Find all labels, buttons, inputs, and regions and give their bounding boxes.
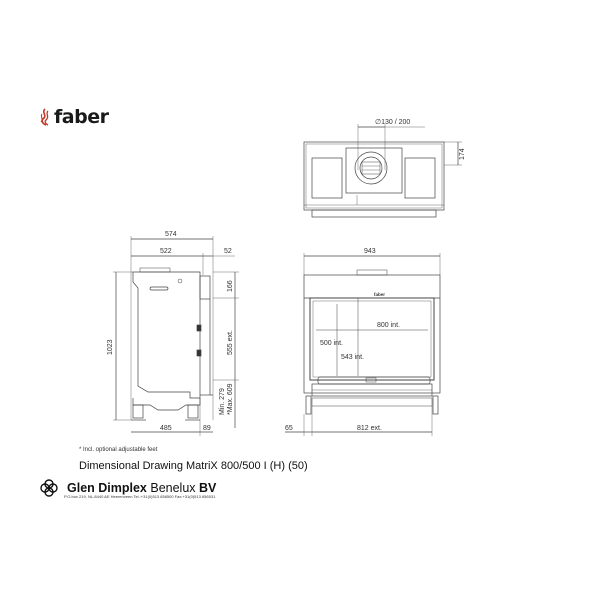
footnote: * Incl. optional adjustable feet (79, 447, 158, 453)
side-depth-front: 52 (224, 248, 232, 255)
side-top-section: 166 (227, 280, 234, 292)
glen-dimplex-knot-icon (40, 479, 58, 497)
side-depth-body: 522 (160, 248, 172, 255)
side-front-offset: 89 (203, 425, 211, 432)
flue-diameter-label: ∅130 / 200 (375, 119, 410, 126)
side-depth-total: 574 (165, 231, 177, 238)
front-width-interior: 800 int. (377, 322, 400, 329)
company-name-bold: Glen Dimplex (67, 481, 147, 495)
front-view (285, 253, 441, 436)
logo-wordmark: faber (54, 106, 109, 128)
faber-logo: faber (38, 106, 109, 128)
top-view (303, 124, 462, 218)
front-side-offset: 65 (285, 425, 293, 432)
company-block: Glen Dimplex Benelux BV (39, 478, 216, 498)
side-base-max: *Max. 609 (227, 383, 234, 415)
drawing-title: Dimensional Drawing MatriX 800/500 I (H)… (79, 460, 308, 472)
side-view (113, 236, 239, 436)
side-height-total: 1023 (107, 339, 114, 355)
company-name: Glen Dimplex Benelux BV (67, 481, 216, 495)
front-width-total: 943 (364, 248, 376, 255)
company-name-regular: Benelux (146, 481, 200, 495)
front-height-interior-b: 543 int. (341, 354, 364, 361)
front-badge: faber (374, 292, 385, 297)
company-name-suffix: BV (199, 481, 217, 495)
company-address: P.O.box 219, NL-8440 AE Heerenveen Tel.:… (64, 494, 216, 499)
side-front-height: 555 ext. (227, 330, 234, 355)
front-width-exterior: 812 ext. (357, 425, 382, 432)
top-height-label: 174 (459, 148, 466, 160)
front-height-interior-a: 500 int. (320, 340, 343, 347)
side-base-depth: 485 (160, 425, 172, 432)
flame-icon (40, 108, 49, 126)
side-base-min: Min. 279 (219, 388, 226, 415)
